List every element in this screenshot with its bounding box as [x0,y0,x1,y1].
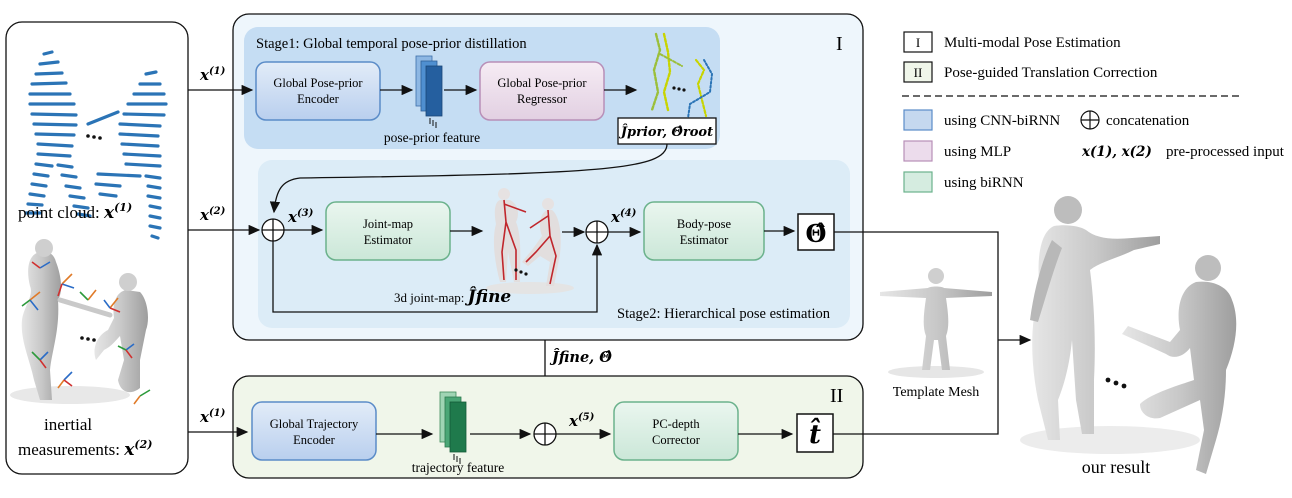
stage1-title: Stage1: Global temporal pose-prior disti… [256,36,527,52]
line-t-to-result [833,340,999,435]
legend-birnn-swatch [903,171,933,193]
template-mesh-image [880,268,992,378]
legend-item1-text: Multi-modal Pose Estimation [944,35,1121,51]
ellipsis-dots-pc [86,134,102,140]
bodypose-label-2: Estimator [680,233,729,247]
corrector-label-1: PC-depth [652,417,700,431]
arrow-bypass-concat [272,241,603,313]
trajectory-feature-icon [439,391,467,464]
x1-top-label: x(1) [199,66,226,84]
arrow-prior-feedback [269,143,668,214]
x4-label: x(4) [610,208,637,226]
legend-cnn-swatch [903,109,933,131]
x1-bottom-label: x(1) [199,408,226,426]
input-panel [5,21,189,475]
prior-output-box [617,117,717,145]
inertial-label-1: inertial [44,415,92,434]
ellipsis-dots-prior [672,86,686,92]
point-cloud-image [24,50,168,240]
corrector-label-2: Corrector [652,433,701,447]
prior-output-label: Ĵprior, Θ̂root [618,124,713,140]
pc-depth-corrector [613,401,739,461]
legend-input-vars: x(1), x(2) [1081,144,1152,160]
jointmap-label-2: Estimator [364,233,413,247]
t-output-box [796,413,834,453]
legend-mlp-text: using MLP [944,144,1011,160]
body-pose-estimator [643,201,765,261]
jointmap-body-image [486,188,574,294]
encoder-label-2: Encoder [297,92,339,106]
regressor-label-1: Global Pose-prior [497,76,587,90]
theta-output-box [797,213,835,251]
template-mesh-label: Template Mesh [893,385,980,400]
point-cloud-label: point cloud: x(1) [18,201,132,223]
joint-map-estimator [325,201,451,261]
module-ii-roman: II [830,385,843,407]
legend-input-text: pre-processed input [1166,144,1285,160]
result-image [1020,196,1237,474]
regressor-label-2: Regressor [517,92,568,106]
pose-prior-feature-label: pose-prior feature [384,130,480,145]
t-output-symbol: t̂ [809,417,821,450]
theta-output-symbol: Θ̂ [806,219,827,248]
ellipsis-dots-jointmap [514,268,528,276]
x5-label: x(5) [568,412,595,430]
legend-concat-text: concatenation [1106,113,1190,129]
legend-cnn-text: using CNN-biRNN [944,113,1060,129]
global-trajectory-encoder [251,401,377,461]
ellipsis-dots-result [1105,377,1127,389]
global-pose-prior-encoder [255,61,381,121]
inertial-label-2: measurements: x(2) [18,438,152,460]
jointmap-label-1: Joint-map [363,217,413,231]
traj-label-2: Encoder [293,433,335,447]
ellipsis-dots-imu [80,336,96,342]
traj-label-1: Global Trajectory [270,417,359,431]
legend-box-i [903,31,933,53]
legend-box-i-label: I [916,35,920,50]
module-i-roman: I [836,33,843,55]
stage2-title: Stage2: Hierarchical pose estimation [617,306,831,322]
between-stages-label: Ĵfine, Θ̂ [549,348,612,366]
bodypose-label-1: Body-pose [677,217,732,231]
legend-item2-text: Pose-guided Translation Correction [944,65,1158,81]
x3-label: x(3) [287,208,314,226]
pose-prior-feature-icon [415,55,443,128]
legend-birnn-text: using biRNN [944,175,1024,191]
prior-skeleton-image [650,32,714,119]
line-theta-to-result [834,231,999,340]
legend-box-ii [903,61,933,83]
result-label: our result [1082,457,1150,477]
legend: I Multi-modal Pose Estimation II Pose-gu… [902,31,1285,193]
trajectory-feature-label: trajectory feature [412,460,505,475]
global-pose-prior-regressor [479,61,605,121]
inertial-image [10,239,151,405]
legend-mlp-swatch [903,140,933,162]
encoder-label-1: Global Pose-prior [273,76,363,90]
legend-box-ii-label: II [914,65,923,80]
jointmap-caption: 3d joint-map: Ĵfine [394,287,511,307]
x2-label: x(2) [199,206,226,224]
